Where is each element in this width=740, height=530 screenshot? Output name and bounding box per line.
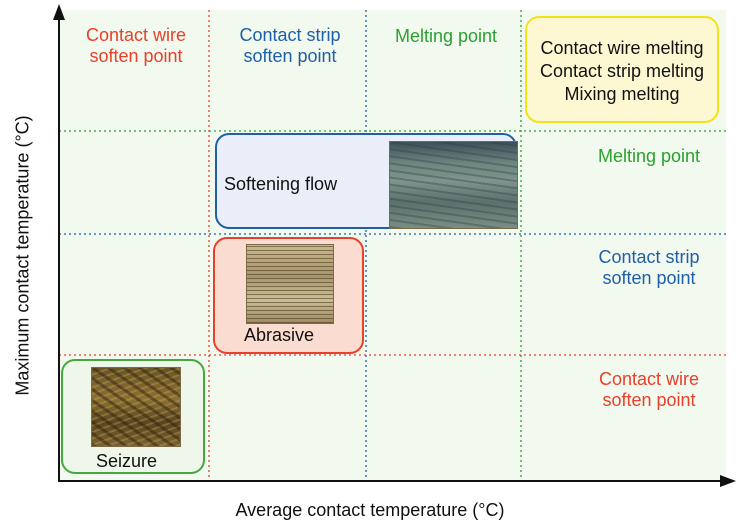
top-label-contact-wire: Contact wire soften point: [62, 25, 210, 66]
softening-flow-label: Softening flow: [224, 174, 338, 194]
seizure-label: Seizure: [96, 451, 158, 471]
seizure-region: Seizure: [61, 359, 205, 474]
right-label-contact-wire-line1: Contact wire: [598, 369, 700, 389]
top-label-contact-strip: Contact strip soften point: [216, 25, 364, 66]
right-label-contact-strip-line1: Contact strip: [598, 247, 700, 267]
melting-box-line3: Mixing melting: [564, 83, 680, 104]
softening-flow-micrograph: [389, 141, 518, 229]
y-axis-arrow: [53, 4, 65, 20]
top-label-contact-wire-line1: Contact wire: [85, 25, 187, 45]
right-label-contact-wire-line2: soften point: [602, 389, 696, 410]
top-label-contact-wire-line2: soften point: [89, 45, 183, 66]
right-label-contact-strip: Contact strip soften point: [562, 247, 736, 288]
abrasive-micrograph: [246, 244, 334, 324]
x-axis-label: Average contact temperature (°C): [235, 500, 505, 520]
melting-box: Contact wire melting Contact strip melti…: [525, 16, 719, 123]
x-axis-arrow: [720, 475, 736, 487]
melting-box-line2: Contact strip melting: [539, 60, 705, 81]
top-label-contact-strip-line1: Contact strip: [239, 25, 341, 45]
melting-box-line1: Contact wire melting: [540, 38, 704, 58]
right-label-contact-wire: Contact wire soften point: [562, 369, 736, 410]
melting-box-text: Contact wire melting Contact strip melti…: [527, 37, 717, 106]
right-label-contact-strip-line2: soften point: [602, 267, 696, 288]
y-axis-label: Maximum contact temperature (°C): [12, 115, 33, 396]
abrasive-label: Abrasive: [244, 325, 315, 345]
right-label-melting-point: Melting point: [597, 146, 701, 166]
seizure-micrograph: [91, 367, 181, 447]
abrasive-region: Abrasive: [213, 237, 364, 354]
softening-flow-region: Softening flow: [215, 133, 518, 229]
top-label-melting-point: Melting point: [394, 26, 498, 46]
top-label-contact-strip-line2: soften point: [243, 45, 337, 66]
